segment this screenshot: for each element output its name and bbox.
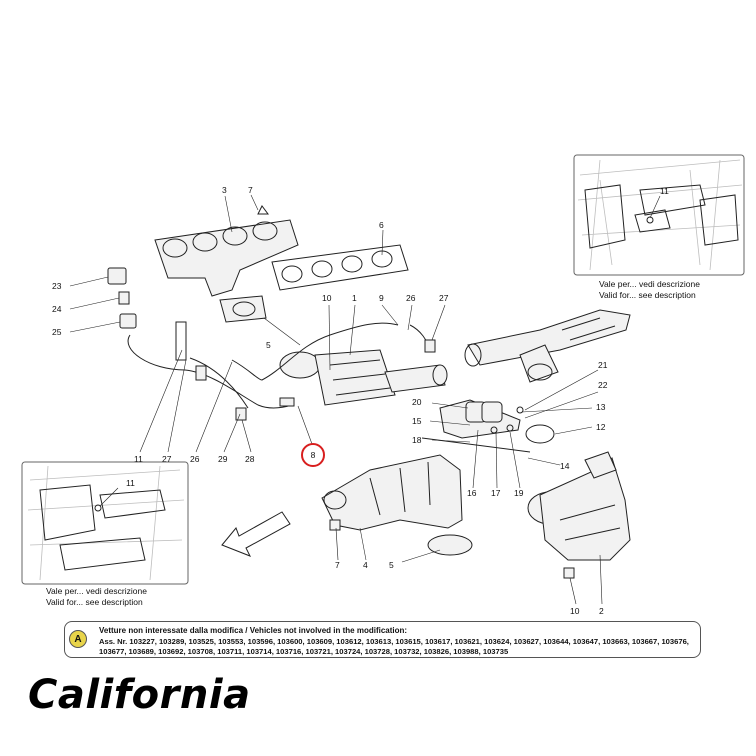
callout-10: 10	[570, 606, 580, 616]
callout-29: 29	[218, 454, 228, 464]
callout-7: 7	[248, 185, 253, 195]
callout-9: 9	[379, 293, 384, 303]
inset-top-right-note: Vale per... vedi descrizione Valid for..…	[599, 279, 700, 301]
callout-2: 2	[599, 606, 604, 616]
callout-24: 24	[52, 304, 62, 314]
catalytic-converter	[279, 349, 448, 406]
callout-6: 6	[379, 220, 384, 230]
inset-top-right	[573, 154, 745, 276]
note-heading: Vetture non interessate dalla modifica /…	[99, 626, 408, 635]
callout-13: 13	[596, 402, 606, 412]
catalytic-converter-rear	[527, 451, 631, 579]
callout-18: 18	[412, 435, 422, 445]
callout-21: 21	[598, 360, 608, 370]
callout-5: 5	[389, 560, 394, 570]
callout-25: 25	[52, 327, 62, 337]
callout-28: 28	[245, 454, 255, 464]
callout-5: 5	[266, 340, 271, 350]
inset-note-line1: Vale per... vedi descrizione	[46, 586, 147, 596]
exhaust-manifold-upper	[154, 205, 299, 323]
inset-note-line2: Valid for... see description	[46, 597, 143, 607]
callout-19: 19	[514, 488, 524, 498]
modification-note-box: A Vetture non interessate dalla modifica…	[64, 621, 701, 658]
callout-4: 4	[363, 560, 368, 570]
callout-11: 11	[134, 454, 143, 464]
callout-16: 16	[467, 488, 477, 498]
callout-3: 3	[222, 185, 227, 195]
callout-27: 27	[439, 293, 449, 303]
inset-bottom-left	[21, 461, 189, 585]
callout-1: 1	[352, 293, 357, 303]
callout-23: 23	[52, 281, 62, 291]
inset-bottom-left-callout: 11	[126, 478, 135, 488]
callout-7: 7	[335, 560, 340, 570]
sensor-wiring	[107, 267, 436, 421]
inset-note-line2: Valid for... see description	[599, 290, 696, 300]
callout-20: 20	[412, 397, 422, 407]
callout-22: 22	[598, 380, 608, 390]
model-name: California	[28, 672, 251, 718]
callout-8: 8	[311, 450, 316, 460]
callout-26: 26	[190, 454, 200, 464]
callout-12: 12	[596, 422, 606, 432]
inset-note-line1: Vale per... vedi descrizione	[599, 279, 700, 289]
highlight-callout-8: 8	[301, 443, 325, 467]
callout-27: 27	[162, 454, 172, 464]
callout-10: 10	[322, 293, 332, 303]
exhaust-pipes	[464, 309, 631, 383]
inset-top-right-callout: 11	[660, 186, 669, 196]
callout-14: 14	[560, 461, 570, 471]
exhaust-manifold-lower	[321, 454, 473, 556]
mounting-bracket	[421, 399, 555, 453]
leader-lines	[69, 194, 603, 605]
callout-17: 17	[491, 488, 501, 498]
inset-bottom-left-note: Vale per... vedi descrizione Valid for..…	[46, 586, 147, 608]
note-badge: A	[69, 630, 87, 648]
manifold-gasket	[271, 244, 409, 291]
note-vehicle-list: Ass. Nr. 103227, 103289, 103525, 103553,…	[99, 637, 689, 656]
direction-arrow	[221, 511, 291, 557]
callout-labels: 3 7 6 23 24 25 10 1 9 26 27 5 21 22 20 1…	[52, 185, 669, 616]
callout-15: 15	[412, 416, 422, 426]
callout-26: 26	[406, 293, 416, 303]
